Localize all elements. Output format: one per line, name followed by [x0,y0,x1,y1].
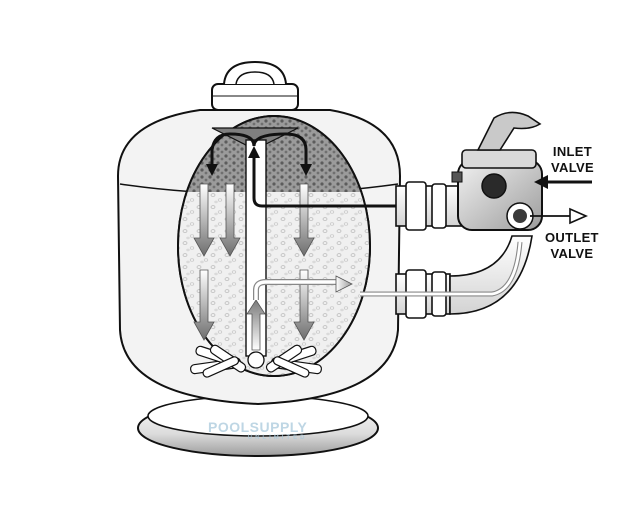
watermark-text: POOLSUPPLY [208,419,308,435]
inlet-label-line1: INLET [552,144,592,159]
inlet-flow-path [206,132,470,208]
upflow-arrow [246,299,266,351]
outlet-flow-path [253,275,353,300]
outlet-label-line1: OUTLET [545,230,599,245]
watermark-logo: POOLSUPPLY UNLIMITED [208,419,307,441]
laterals [190,344,322,378]
outlet-valve-label: OUTLET VALVE [545,230,599,262]
outlet-label-line2: VALVE [550,246,594,261]
multiport-valve [451,111,543,231]
inlet-arrow [534,175,592,189]
outlet-arrow [530,207,588,225]
tank-lid [211,60,299,111]
downflow-arrows [193,183,315,341]
inlet-label-line2: VALVE [551,160,594,175]
tank-base [137,395,379,457]
inlet-valve-label: INLET VALVE [551,144,594,176]
outlet-pipe [360,235,533,319]
inlet-pipe [395,181,463,231]
watermark-subtitle: UNLIMITED [247,435,308,441]
